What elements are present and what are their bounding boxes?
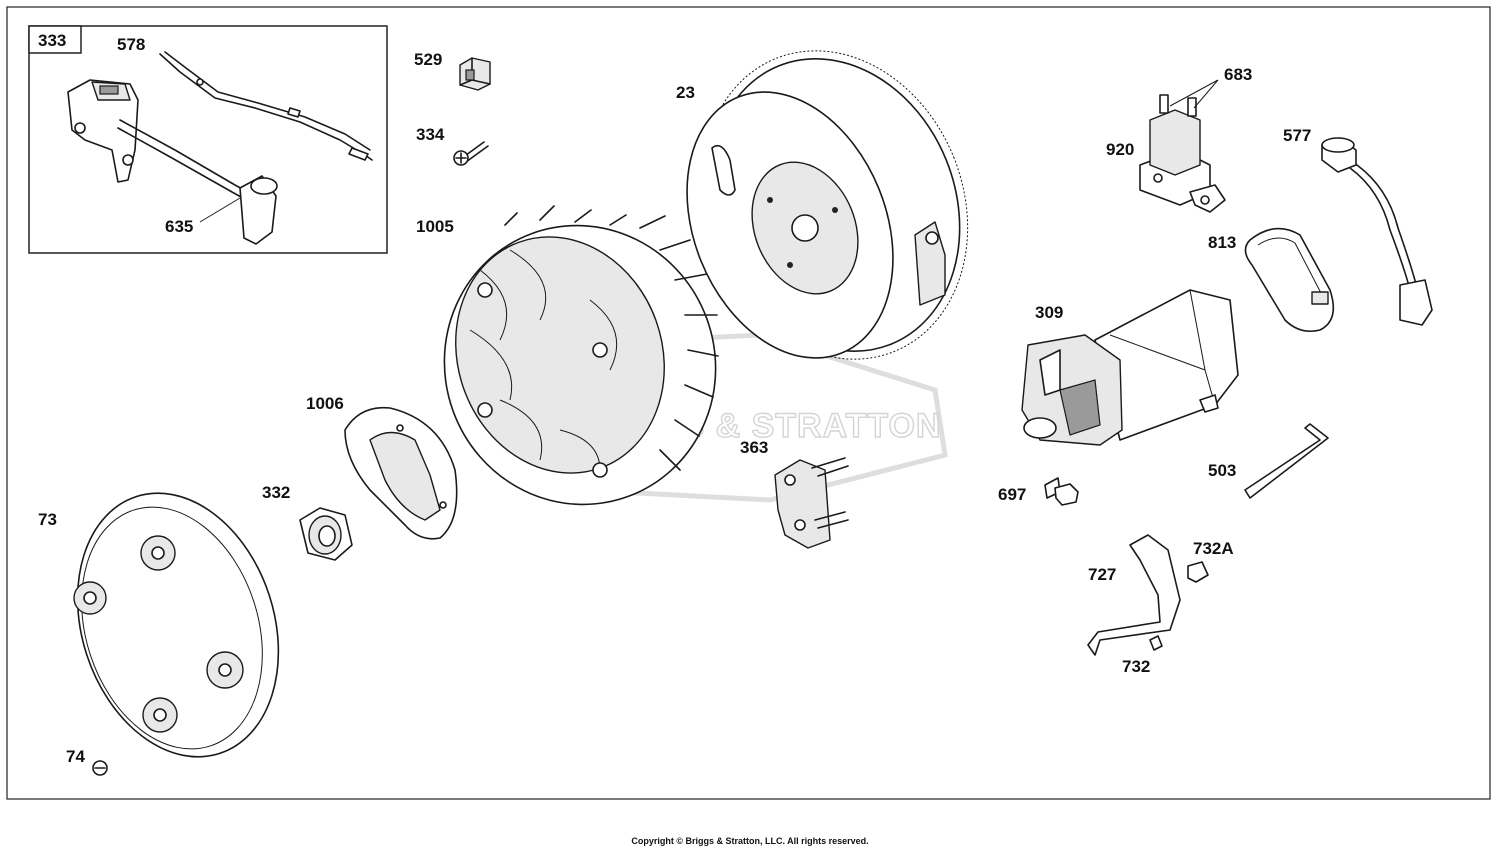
label-334: 334: [416, 125, 445, 144]
part-363-adapter[interactable]: [774, 457, 849, 549]
part-577-spark-plug-lead[interactable]: [1321, 137, 1433, 326]
part-23-flywheel[interactable]: [649, 11, 1013, 400]
part-813-clamp[interactable]: [1244, 227, 1335, 333]
label-920: 920: [1106, 140, 1134, 159]
label-683: 683: [1224, 65, 1252, 84]
inset-box-333: 333 578 635: [28, 25, 388, 254]
part-1005-fan[interactable]: [405, 187, 754, 542]
part-503-bracket[interactable]: [1244, 423, 1329, 499]
leader-635: [199, 197, 241, 223]
label-577: 577: [1283, 126, 1311, 145]
part-578-harness[interactable]: [159, 51, 373, 161]
label-727: 727: [1088, 565, 1116, 584]
part-73-cover[interactable]: [45, 467, 311, 783]
label-363: 363: [740, 438, 768, 457]
label-1006: 1006: [306, 394, 344, 413]
label-74: 74: [66, 747, 85, 766]
label-309: 309: [1035, 303, 1063, 322]
part-1006-shield[interactable]: [344, 406, 458, 540]
part-727-bracket[interactable]: [1087, 534, 1181, 656]
label-503: 503: [1208, 461, 1236, 480]
label-23: 23: [676, 83, 695, 102]
part-332-flange-nut[interactable]: [299, 507, 353, 561]
part-920-solenoid[interactable]: [1139, 94, 1226, 213]
part-309-starter-motor[interactable]: [1021, 289, 1239, 446]
label-73: 73: [38, 510, 57, 529]
part-732-screw[interactable]: [1149, 635, 1163, 651]
part-334-screw[interactable]: [453, 141, 489, 166]
part-732A-nut[interactable]: [1187, 561, 1209, 583]
label-732A: 732A: [1193, 539, 1234, 558]
part-635-ignition-module[interactable]: [67, 79, 278, 245]
label-332: 332: [262, 483, 290, 502]
label-578: 578: [117, 35, 145, 54]
label-529: 529: [414, 50, 442, 69]
part-74-screw[interactable]: [92, 760, 108, 776]
leader-683: [1169, 79, 1219, 109]
label-697: 697: [998, 485, 1026, 504]
copyright-notice: Copyright © Briggs & Stratton, LLC. All …: [631, 836, 869, 846]
label-1005: 1005: [416, 217, 454, 236]
label-813: 813: [1208, 233, 1236, 252]
part-697-bolt[interactable]: [1044, 477, 1079, 506]
label-635: 635: [165, 217, 193, 236]
cover-bosses: [73, 535, 244, 733]
label-732: 732: [1122, 657, 1150, 676]
inset-label: 333: [38, 31, 66, 50]
part-529-grommet[interactable]: [459, 57, 491, 91]
